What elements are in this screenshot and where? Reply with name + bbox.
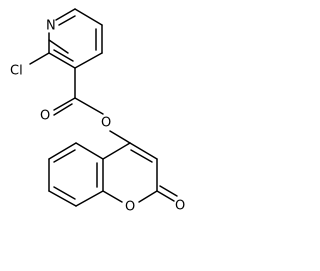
bond-carbonyl-double-1 <box>53 97 76 111</box>
bond-c5-c6b <box>48 142 77 160</box>
bond-carbonyl-ester-o <box>74 97 104 115</box>
molecule-structure-diagram: N Cl O O O O <box>10 8 185 215</box>
bond-c6-c5 <box>74 8 103 26</box>
bond-c4-c3c-inner <box>130 149 153 163</box>
coumarin-ring-system <box>48 142 178 207</box>
atom-label-carbonyl-oxygen: O <box>40 109 50 124</box>
bond-n-c6 <box>55 8 76 21</box>
atom-label-chlorine: Cl <box>10 64 23 79</box>
bond-c8-c8a <box>75 190 104 207</box>
bond-c7-c8-inner <box>53 186 76 200</box>
bond-n-c6-inner <box>58 15 76 26</box>
bond-c5-c6b-inner <box>53 149 76 163</box>
atom-label-ring-oxygen: O <box>125 200 135 215</box>
bond-c3-c2 <box>48 52 76 69</box>
atom-label-lactone-carbonyl-oxygen: O <box>175 199 185 214</box>
bond-c4-c3c <box>129 142 158 160</box>
bond-ester-o-c4 <box>109 130 131 144</box>
bond-lactone-double-1 <box>156 190 175 202</box>
atom-label-ester-oxygen: O <box>101 116 111 131</box>
atom-label-nitrogen: N <box>46 19 56 34</box>
bond-c7-c8 <box>48 190 77 207</box>
bond-carbonyl-double-2 <box>53 103 73 116</box>
bond-c2c-o1 <box>138 190 158 203</box>
bond-c4-c4a <box>102 142 131 160</box>
bond-c4a-c5 <box>75 142 104 160</box>
bond-lactone-double-2 <box>159 185 178 197</box>
bond-n-c2 <box>48 39 69 54</box>
bond-o1-c8a <box>102 190 123 203</box>
bond-c4-c3 <box>74 52 103 69</box>
pyridine-ring <box>48 8 103 69</box>
bond-c3-c2-inner <box>53 49 74 62</box>
bond-c2-cl <box>29 52 50 65</box>
